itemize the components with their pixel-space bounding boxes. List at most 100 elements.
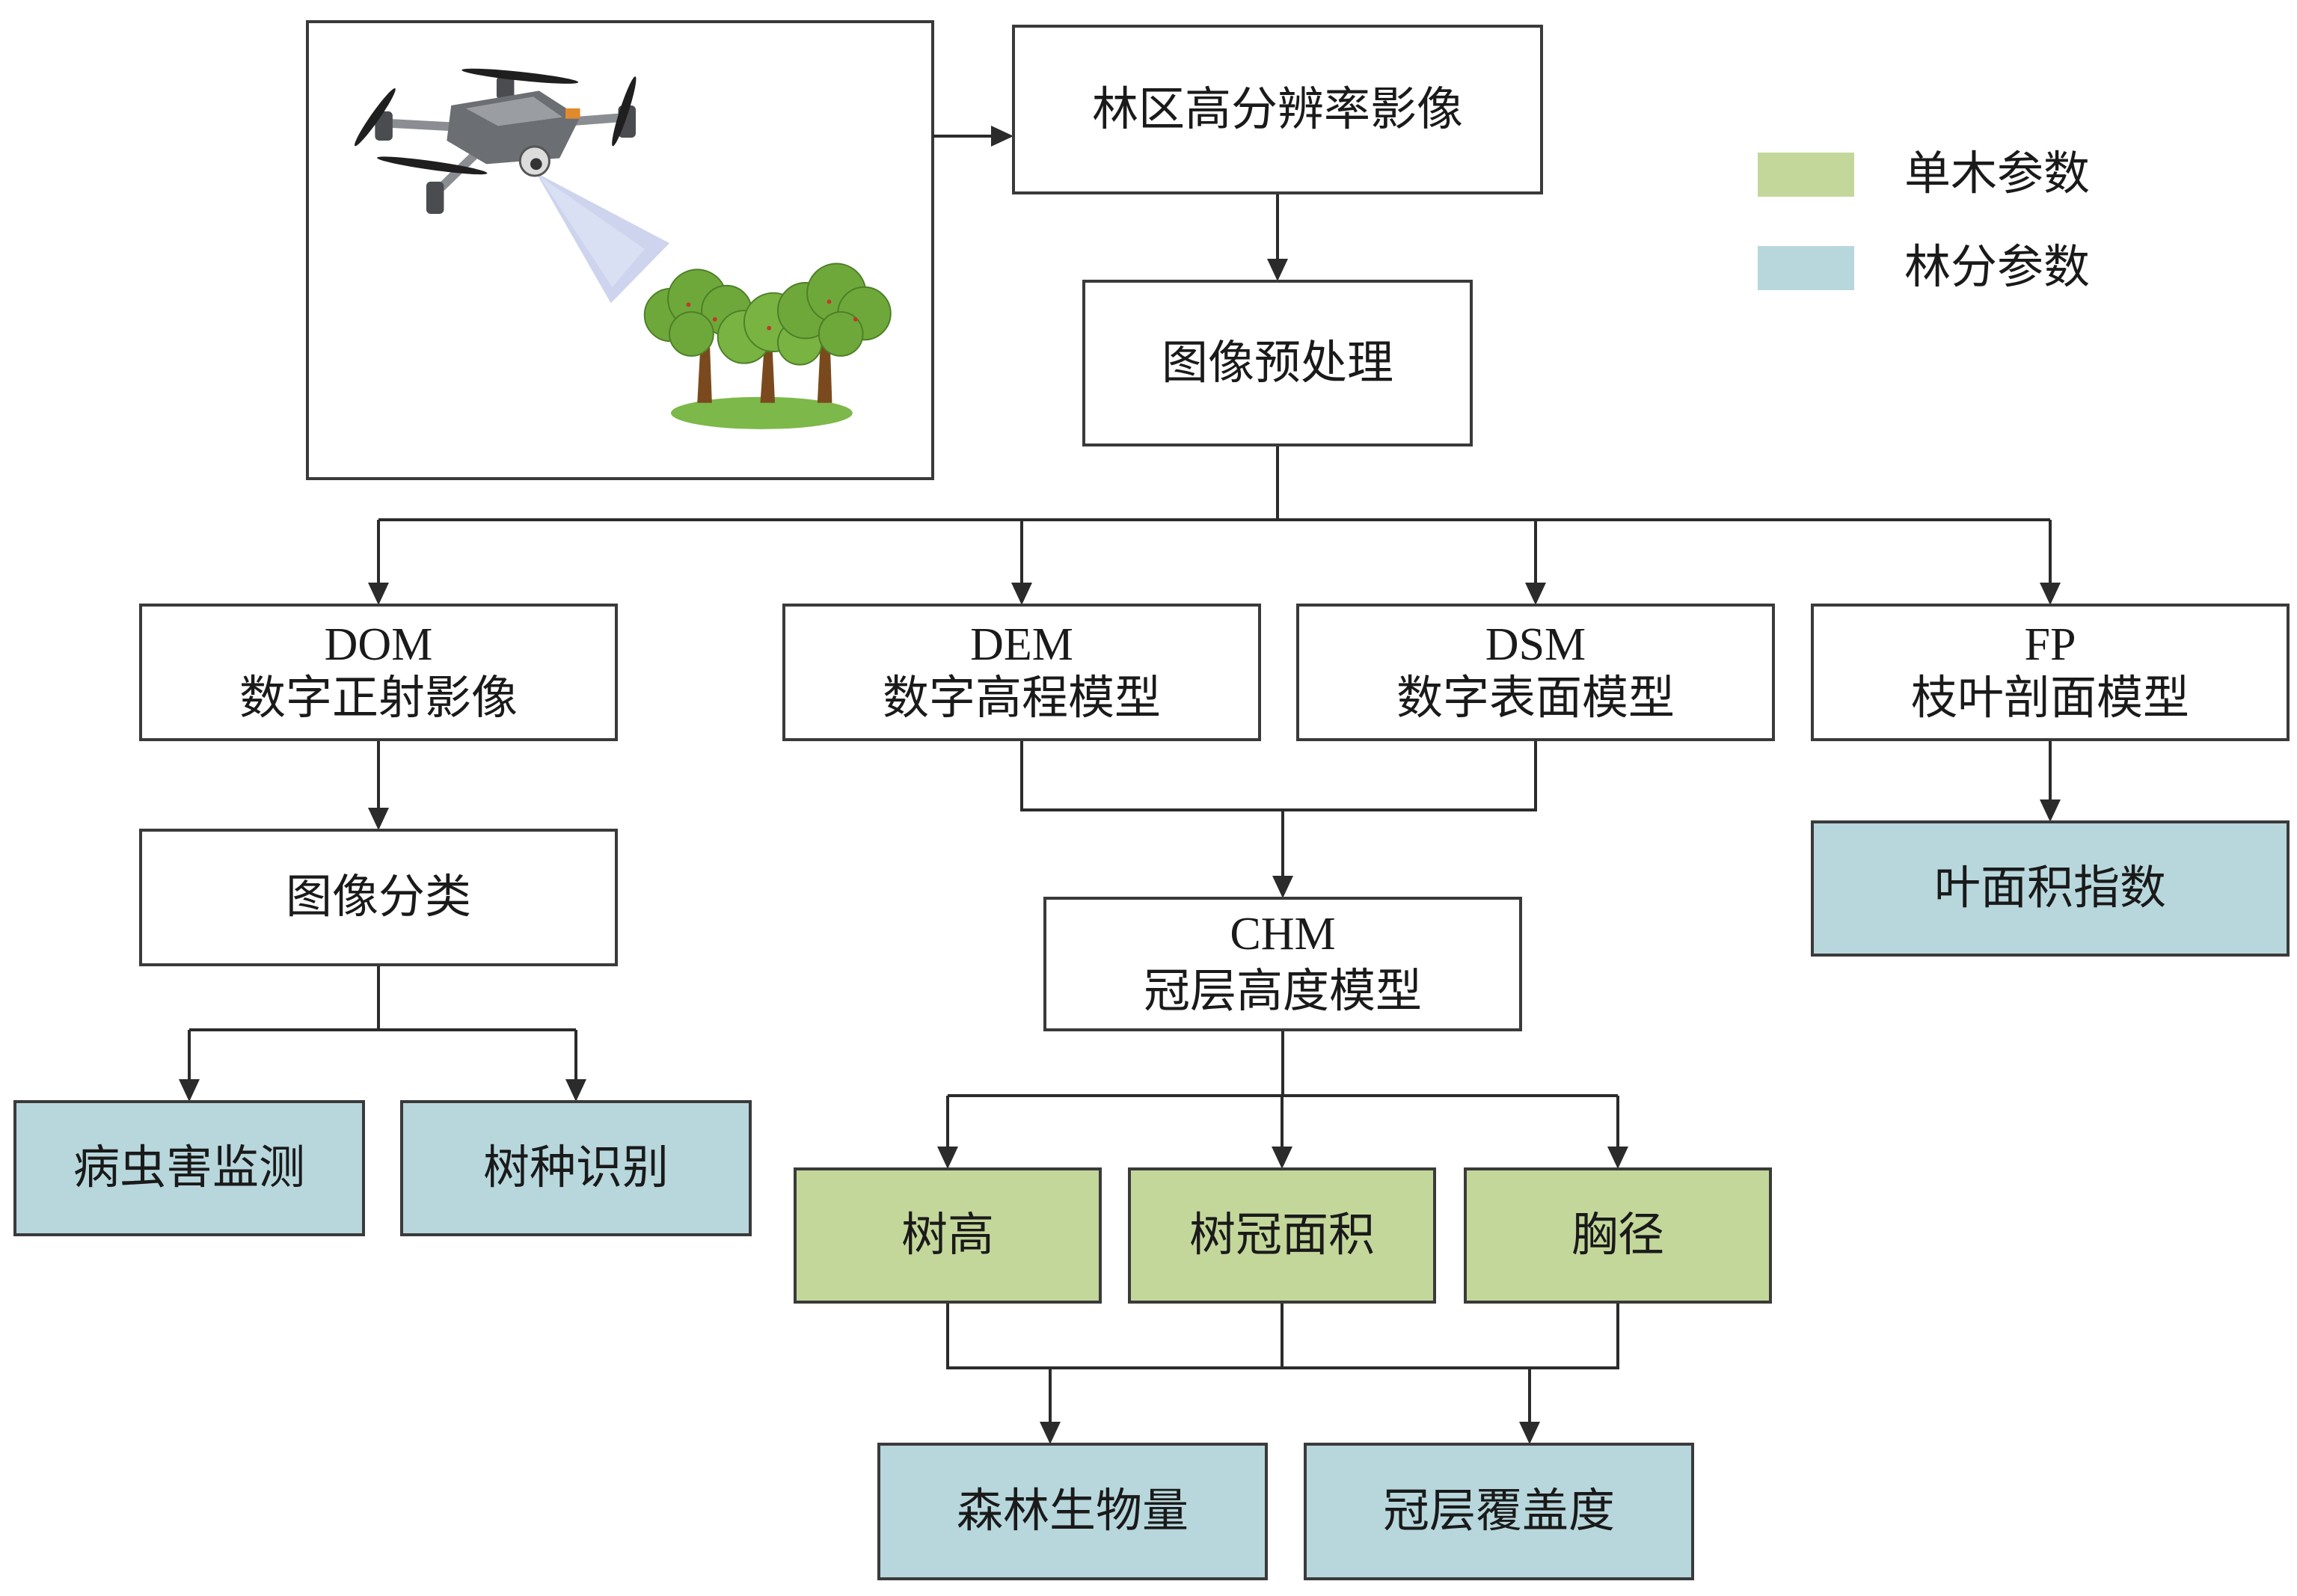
node-box-stand — [877, 1443, 1268, 1580]
arrowhead — [368, 808, 389, 830]
arrowhead — [1272, 876, 1293, 898]
drone-icon — [354, 68, 637, 214]
propeller-top — [461, 68, 579, 84]
legend-swatch-single-tree — [1758, 153, 1854, 197]
node-label: 图像分类 — [286, 872, 471, 923]
arrowhead — [991, 126, 1013, 147]
arrowhead — [1519, 1422, 1540, 1444]
legend-swatch-stand — [1758, 246, 1854, 290]
tree-params-merge — [946, 1302, 1619, 1423]
arrowhead — [937, 1147, 958, 1169]
connectors — [179, 126, 2061, 1444]
node-label: 树高 — [901, 1210, 994, 1261]
node-box-stand — [1811, 820, 2290, 957]
tree-fruit-dots — [686, 299, 858, 331]
node-dbh: 胸径 — [1464, 1167, 1772, 1304]
arrowhead — [2040, 799, 2061, 822]
propeller-bottom — [377, 156, 488, 175]
node-label: 病虫害监测 — [73, 1143, 305, 1194]
node-box — [1296, 604, 1775, 741]
node-label: 数字正射影像 — [239, 673, 518, 724]
legend-label: 林分参数 — [1904, 242, 2090, 293]
node-box-stand — [400, 1100, 752, 1236]
node-box — [1811, 604, 2290, 741]
node-label: 枝叶剖面模型 — [1911, 673, 2189, 724]
chm-branch — [946, 1030, 1619, 1148]
arrowhead — [1267, 259, 1288, 281]
legend-item-single-tree: 单木参数 — [1758, 149, 2090, 200]
ground — [670, 396, 853, 429]
propeller-left — [354, 88, 396, 147]
node-dem: DEM 数字高程模型 — [782, 604, 1261, 741]
node-abbr: DSM — [1485, 619, 1586, 670]
node-label: 叶面积指数 — [1934, 863, 2166, 914]
node-box-single-tree — [1464, 1167, 1772, 1304]
tree-canopy-left — [643, 268, 752, 357]
arrowhead — [179, 1079, 200, 1102]
node-label: 冠层高度模型 — [1144, 966, 1422, 1017]
illustration — [354, 68, 892, 429]
node-label: 数字表面模型 — [1396, 673, 1675, 724]
node-label: 林区高分辨率影像 — [1092, 85, 1463, 135]
node-pest-monitoring: 病虫害监测 — [13, 1100, 365, 1236]
drone-body-highlight — [465, 96, 563, 126]
legend-label: 单木参数 — [1904, 149, 2090, 200]
camera-lens — [530, 158, 542, 171]
node-box — [1012, 25, 1543, 194]
legend: 单木参数 林分参数 — [1758, 149, 2090, 293]
node-crown-area: 树冠面积 — [1128, 1167, 1436, 1304]
node-label: 图像预处理 — [1162, 338, 1393, 389]
arrowhead — [1011, 583, 1032, 605]
node-imagery: 林区高分辨率影像 — [1012, 25, 1543, 194]
node-box — [1082, 280, 1473, 446]
node-label: 树冠面积 — [1189, 1210, 1375, 1261]
node-canopy-cover: 冠层覆盖度 — [1304, 1443, 1694, 1580]
node-label: 冠层覆盖度 — [1383, 1486, 1615, 1537]
node-preprocessing: 图像预处理 — [1082, 280, 1473, 446]
node-abbr: CHM — [1230, 909, 1335, 960]
node-box-stand — [13, 1100, 365, 1236]
node-box — [782, 604, 1261, 741]
motor-bottom — [426, 181, 444, 214]
arrowhead — [368, 583, 389, 605]
node-lai: 叶面积指数 — [1811, 820, 2290, 957]
trees-icon — [643, 263, 892, 429]
arrowhead — [565, 1079, 586, 1102]
drone-accent — [565, 108, 580, 119]
classification-branch — [188, 965, 577, 1081]
tree-canopy-middle — [717, 292, 823, 366]
node-dsm: DSM 数字表面模型 — [1296, 604, 1775, 741]
camera-beam-inner — [539, 176, 645, 287]
node-dom: DOM 数字正射影像 — [139, 604, 618, 741]
arrowhead — [1272, 1147, 1292, 1169]
node-tree-height: 树高 — [794, 1167, 1102, 1304]
tree-trunk-middle — [760, 340, 776, 403]
node-box-single-tree — [794, 1167, 1102, 1304]
node-classification: 图像分类 — [139, 829, 618, 966]
node-fp: FP 枝叶剖面模型 — [1811, 604, 2290, 741]
dem-dsm-merge — [1020, 740, 1537, 877]
legend-item-stand: 林分参数 — [1758, 242, 2090, 293]
node-biomass: 森林生物量 — [877, 1443, 1268, 1580]
node-box — [1043, 897, 1522, 1031]
preprocessing-branch — [377, 445, 2052, 584]
arrowhead — [1040, 1422, 1061, 1444]
node-abbr: DOM — [325, 619, 433, 670]
node-label: 森林生物量 — [957, 1486, 1189, 1537]
propeller-right — [612, 76, 637, 147]
motor-left — [375, 111, 393, 141]
node-box-single-tree — [1128, 1167, 1436, 1304]
arrowhead — [1525, 583, 1546, 605]
node-box — [139, 829, 618, 966]
node-box-stand — [1304, 1443, 1694, 1580]
node-abbr: DEM — [970, 619, 1073, 670]
node-species-identification: 树种识别 — [400, 1100, 752, 1236]
node-label: 数字高程模型 — [883, 673, 1161, 724]
node-label: 树种识别 — [483, 1143, 669, 1194]
node-abbr: FP — [2025, 619, 2076, 670]
motor-top — [496, 76, 515, 100]
node-label: 胸径 — [1571, 1210, 1664, 1261]
arrowhead — [1607, 1147, 1628, 1169]
node-chm: CHM 冠层高度模型 — [1043, 897, 1522, 1031]
